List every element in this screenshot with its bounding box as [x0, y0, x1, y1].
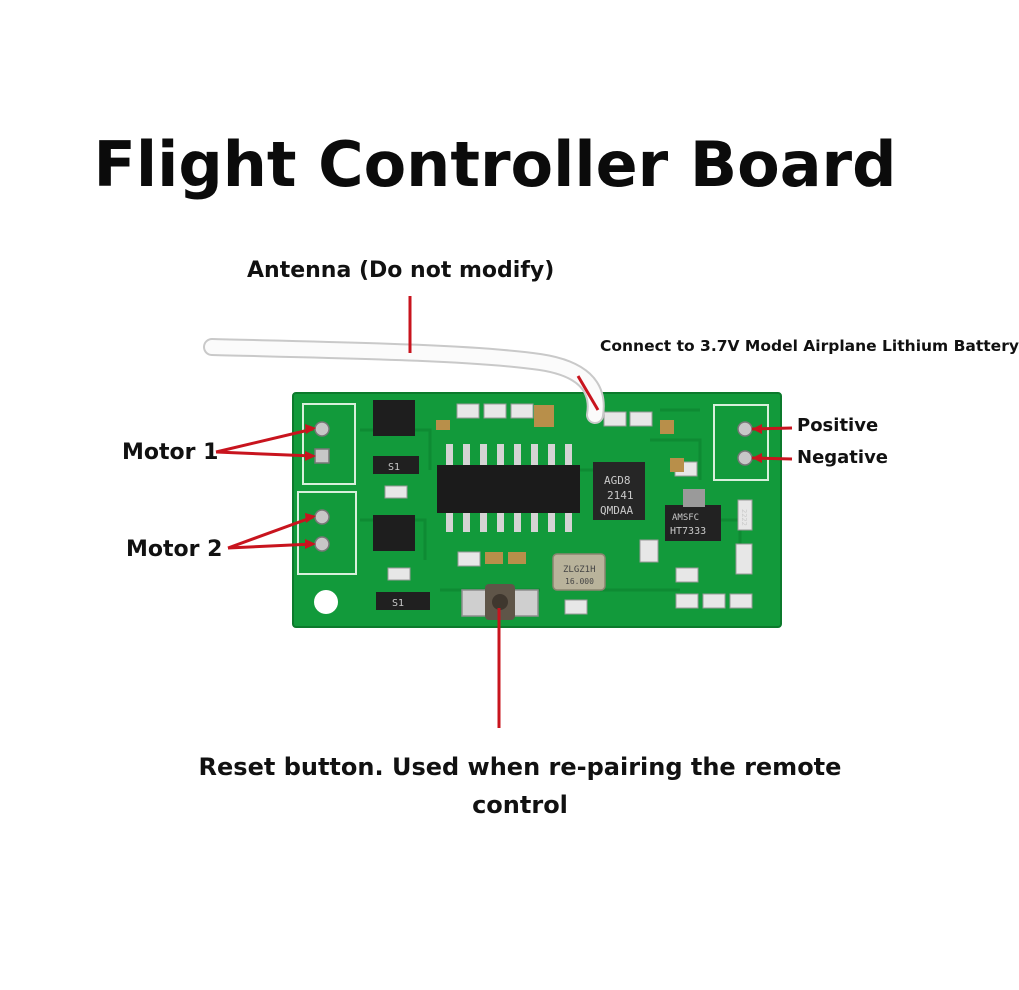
battery-negative-pad: [737, 450, 753, 466]
motor1-callout-a: [215, 427, 314, 454]
diode-1: [373, 456, 419, 474]
motor1-callout-b: [215, 450, 314, 458]
positive-label: Positive: [797, 415, 879, 436]
motor2-callout-b: [227, 542, 314, 550]
crystal: ZLGZ1H 16.000: [552, 553, 606, 591]
battery-label: Connect to 3.7V Model Airplane Lithium B…: [600, 337, 1019, 355]
motor2-callout-a: [227, 515, 314, 550]
main-ic: [437, 444, 580, 532]
diode-2: [376, 592, 430, 610]
pcb-board: S1 S1 AGD8 2141 QMDAA: [292, 392, 782, 628]
negative-label: Negative: [797, 447, 889, 468]
reset-label: Reset button. Used when re-pairing the r…: [198, 753, 842, 819]
callout-arrowheads: [305, 424, 762, 549]
mcu-marking-1: AGD8: [604, 474, 631, 487]
mcu-chip: AGD8 2141 QMDAA: [593, 462, 645, 520]
diode-1-marking: S1: [388, 462, 400, 473]
mcu-marking-3: QMDAA: [600, 504, 633, 517]
board-diagram: S1 S1 AGD8 2141 QMDAA: [203, 296, 793, 728]
crystal-marking-2: 16.000: [565, 577, 594, 586]
antenna-label: Antenna (Do not modify): [247, 258, 555, 283]
regulator-marking-2: AMSFC: [672, 513, 699, 523]
motor1-label: Motor 1: [122, 440, 219, 465]
regulator-marking-1: HT7333: [670, 526, 706, 537]
mosfet-1: [373, 400, 415, 436]
battery-callout: [576, 375, 600, 411]
motor1-pad-b: [314, 448, 330, 464]
diode-2-marking: S1: [392, 598, 404, 609]
motor2-pad-a: [314, 509, 330, 525]
crystal-marking-1: ZLGZ1H: [563, 565, 596, 575]
motor1-pad-a: [314, 421, 330, 437]
mounting-hole: [314, 590, 338, 614]
callout-lines: [215, 296, 793, 728]
resistor-marking: 2222: [740, 509, 748, 526]
mosfet-2: [373, 515, 415, 551]
motor2-pad-b: [314, 536, 330, 552]
battery-positive-pad: [737, 421, 753, 437]
antenna-wire: [203, 338, 605, 424]
regulator-chip: AMSFC HT7333: [665, 489, 721, 541]
page-title: Flight Controller Board: [93, 128, 897, 201]
motor2-label: Motor 2: [126, 537, 223, 562]
mcu-marking-2: 2141: [607, 489, 634, 502]
